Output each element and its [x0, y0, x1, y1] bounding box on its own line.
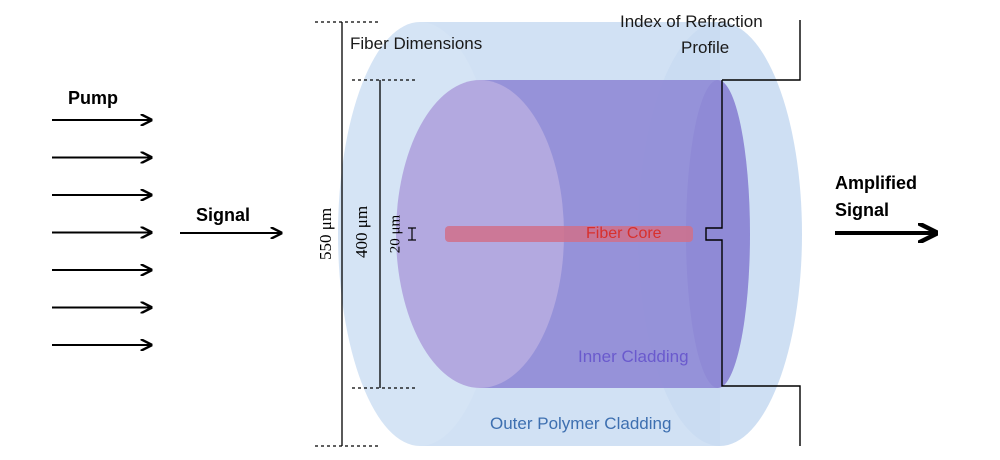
pump-label: Pump	[68, 88, 119, 108]
fiber-core-label: Fiber Core	[586, 225, 662, 242]
fiber-core	[445, 226, 693, 242]
outer-dimension-label: 550 μm	[316, 205, 336, 263]
index-profile-label-line1: Index of Refraction	[620, 12, 763, 31]
fiber-dimensions-label: Fiber Dimensions	[350, 34, 483, 53]
inner-cladding-label: Inner Cladding	[578, 347, 689, 366]
dimension-inner	[352, 79, 415, 389]
inner-dimension-label: 400 μm	[352, 205, 371, 259]
pump-arrows	[52, 120, 150, 345]
index-profile-line	[705, 20, 801, 446]
amplified-label-line2: Signal	[835, 200, 890, 220]
outer-cladding-label: Outer Polymer Cladding	[490, 414, 672, 433]
dimension-core	[408, 227, 416, 241]
dimension-outer	[315, 21, 378, 447]
index-profile-label-line2: Profile	[681, 38, 730, 57]
amplified-label-line1: Amplified	[835, 173, 918, 193]
core-dimension-label: 20 μm	[387, 214, 404, 254]
signal-label: Signal	[196, 205, 251, 225]
